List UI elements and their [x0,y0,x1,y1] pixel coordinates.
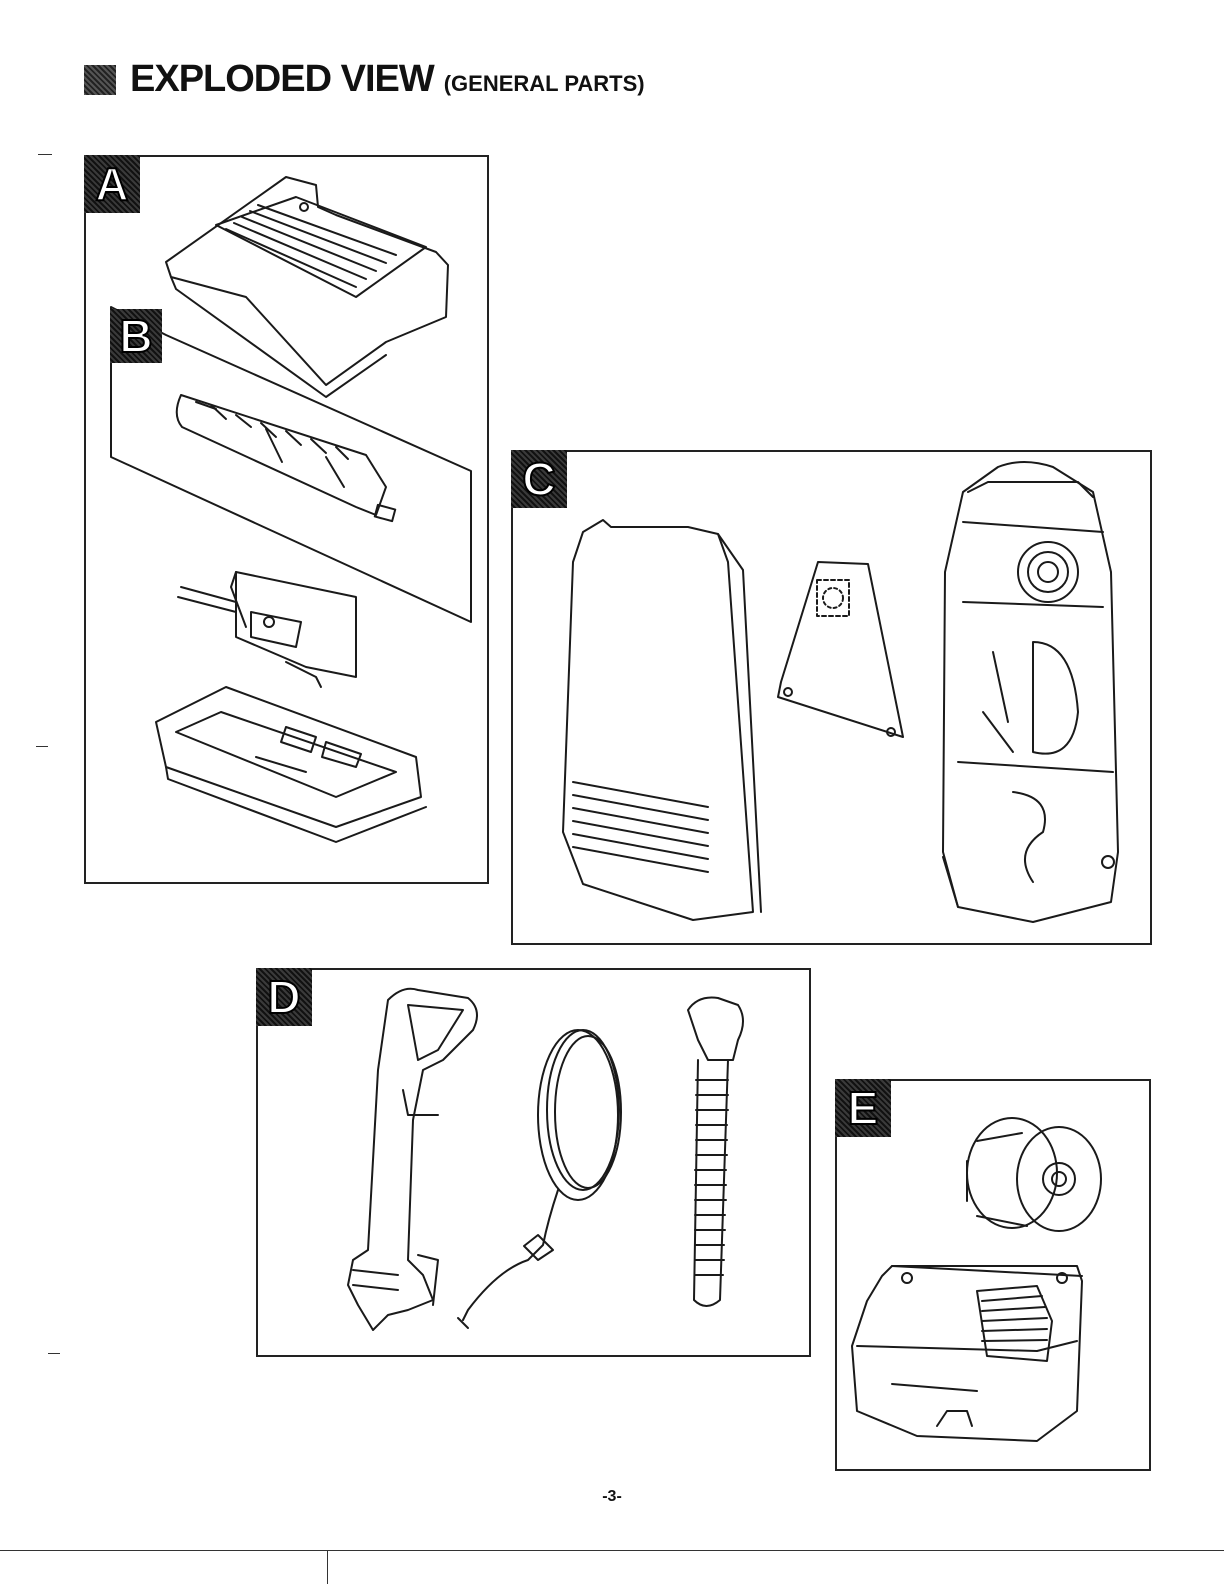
panel-d: D [256,968,811,1357]
panel-c-illustration [562,461,1119,923]
margin-mark [48,1353,60,1354]
panel-a-illustration [110,176,472,843]
panel-b-label: B [110,309,162,363]
panel-e: E [835,1079,1151,1471]
panel-a: A [84,155,489,884]
panel-e-illustration [851,1117,1102,1442]
footer-rule [0,1550,1224,1551]
title-bullet-square [84,64,116,95]
footer-divider [327,1550,328,1584]
panel-d-label: D [256,968,312,1026]
margin-mark [36,746,48,747]
panel-a-label: A [84,155,140,213]
panel-e-label: E [835,1079,891,1137]
panel-c-letter: C [521,452,556,506]
page-subtitle: (GENERAL PARTS) [443,71,645,96]
panel-e-letter: E [847,1081,880,1135]
panel-d-letter: D [266,970,301,1024]
panel-a-letter: A [94,157,129,211]
panel-b-letter: B [118,309,153,363]
panel-d-illustration [347,987,744,1331]
page-title: EXPLODED VIEW [130,58,435,100]
page-number: -3- [602,1488,622,1505]
panel-c-label: C [511,450,567,508]
margin-mark [38,154,52,155]
panel-c: C [511,450,1152,945]
page-title-row: EXPLODED VIEW (GENERAL PARTS) [84,58,645,101]
